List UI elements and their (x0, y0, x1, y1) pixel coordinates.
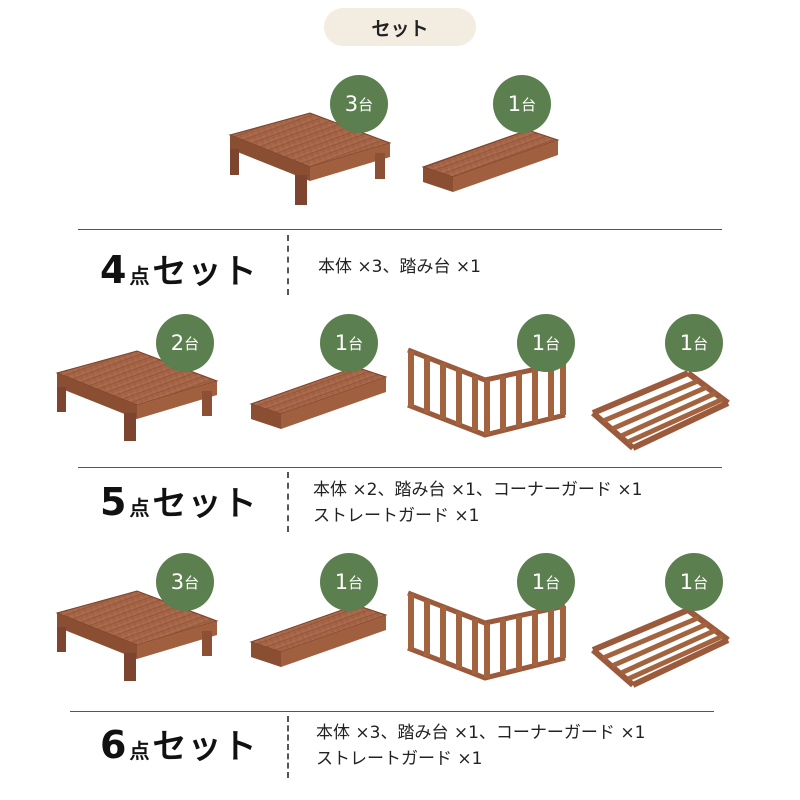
deck-main-body-image (55, 590, 219, 681)
set-description: 本体 ×3、踏み台 ×1、コーナーガード ×1 ストレートガード ×1 (316, 723, 646, 769)
header-pill: セット (324, 8, 476, 46)
step-stool-image (249, 604, 388, 667)
header-label: セット (371, 17, 429, 40)
straight-guard-image (591, 607, 730, 688)
deck-main-body-image (228, 112, 392, 205)
step-stool-image (421, 129, 560, 192)
straight-guard-image (591, 370, 730, 451)
corner-guard-image (407, 590, 566, 681)
divider-line (78, 229, 722, 230)
dashed-divider (287, 235, 289, 295)
step-stool-image (249, 366, 388, 429)
dashed-divider (287, 716, 289, 778)
deck-main-body-image (55, 350, 219, 441)
dashed-divider (287, 472, 289, 532)
divider-line (70, 711, 714, 712)
divider-line (78, 467, 722, 468)
set-description: 本体 ×2、踏み台 ×1、コーナーガード ×1 ストレートガード ×1 (313, 480, 643, 526)
set-description: 本体 ×3、踏み台 ×1 (318, 257, 481, 277)
